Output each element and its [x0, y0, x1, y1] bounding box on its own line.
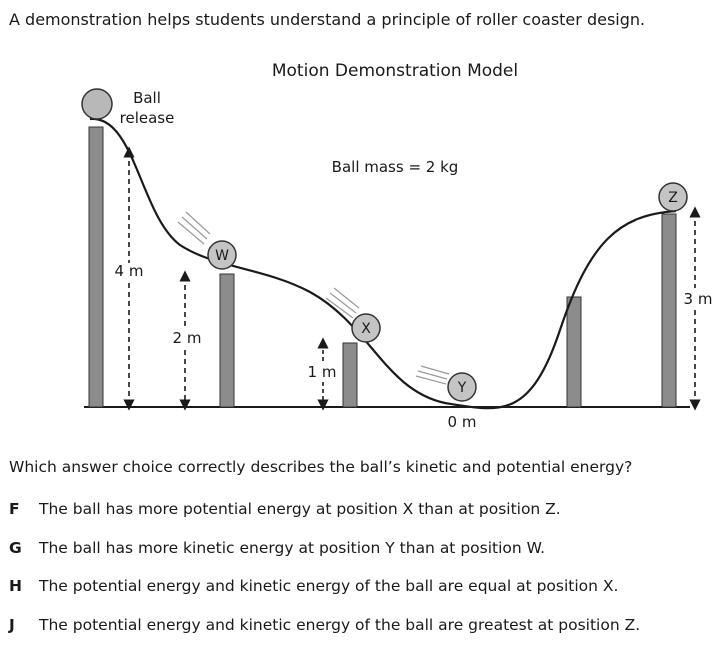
height-arrow-release: 4 m	[115, 146, 144, 411]
pillar-x	[342, 342, 358, 408]
ball-release-label-line1: Ball	[133, 89, 161, 107]
ball-position-z: Z	[658, 182, 688, 212]
ball-label-x: X	[361, 321, 371, 337]
intro-text: A demonstration helps students understan…	[9, 10, 646, 29]
pillar-release	[88, 126, 104, 408]
choice-letter: H	[9, 577, 22, 595]
pillar-w	[219, 273, 235, 408]
answer-choice-h[interactable]: H The potential energy and kinetic energ…	[9, 577, 618, 595]
ball-position-x: X	[351, 313, 381, 343]
height-arrow-z: 3 m	[684, 206, 713, 411]
height-arrow-x: 1 m	[308, 337, 337, 411]
question-text: Which answer choice correctly describes …	[9, 458, 633, 476]
choice-text: The potential energy and kinetic energy …	[39, 616, 641, 634]
roller-coaster-track	[89, 117, 677, 410]
motion-streaks-x	[325, 287, 360, 319]
ball-position-w: W	[207, 240, 237, 270]
height-label-y: 0 m	[448, 413, 477, 431]
ball-release-position	[81, 88, 113, 120]
pillar-z	[661, 213, 677, 408]
pillar-right-support	[566, 296, 582, 408]
answer-choice-g[interactable]: G The ball has more kinetic energy at po…	[9, 539, 545, 557]
ball-position-y: Y	[447, 372, 477, 402]
ball-label-y: Y	[457, 380, 467, 396]
choice-letter: J	[9, 616, 15, 634]
diagram-title: Motion Demonstration Model	[272, 61, 518, 81]
ball-label-w: W	[215, 248, 229, 264]
choice-text: The ball has more kinetic energy at posi…	[39, 539, 546, 557]
height-label-x: 1 m	[308, 363, 337, 381]
height-arrow-w: 2 m	[173, 270, 202, 411]
height-label-release: 4 m	[115, 262, 144, 280]
answer-choice-f[interactable]: F The ball has more potential energy at …	[9, 500, 561, 518]
height-label-w: 2 m	[173, 329, 202, 347]
choice-letter: G	[9, 539, 22, 557]
ball-mass-label: Ball mass = 2 kg	[332, 158, 459, 176]
ball-label-z: Z	[668, 190, 678, 206]
motion-streaks-w	[177, 211, 211, 245]
choice-text: The ball has more potential energy at po…	[39, 500, 561, 518]
answer-choice-j[interactable]: J The potential energy and kinetic energ…	[9, 616, 640, 634]
motion-streaks-y	[415, 365, 450, 385]
choice-text: The potential energy and kinetic energy …	[39, 577, 619, 595]
motion-demonstration-diagram: Motion Demonstration Model W X Y Z	[81, 61, 713, 431]
height-label-z: 3 m	[684, 290, 713, 308]
choice-letter: F	[9, 500, 20, 518]
ball-release-label-line2: release	[120, 109, 175, 127]
